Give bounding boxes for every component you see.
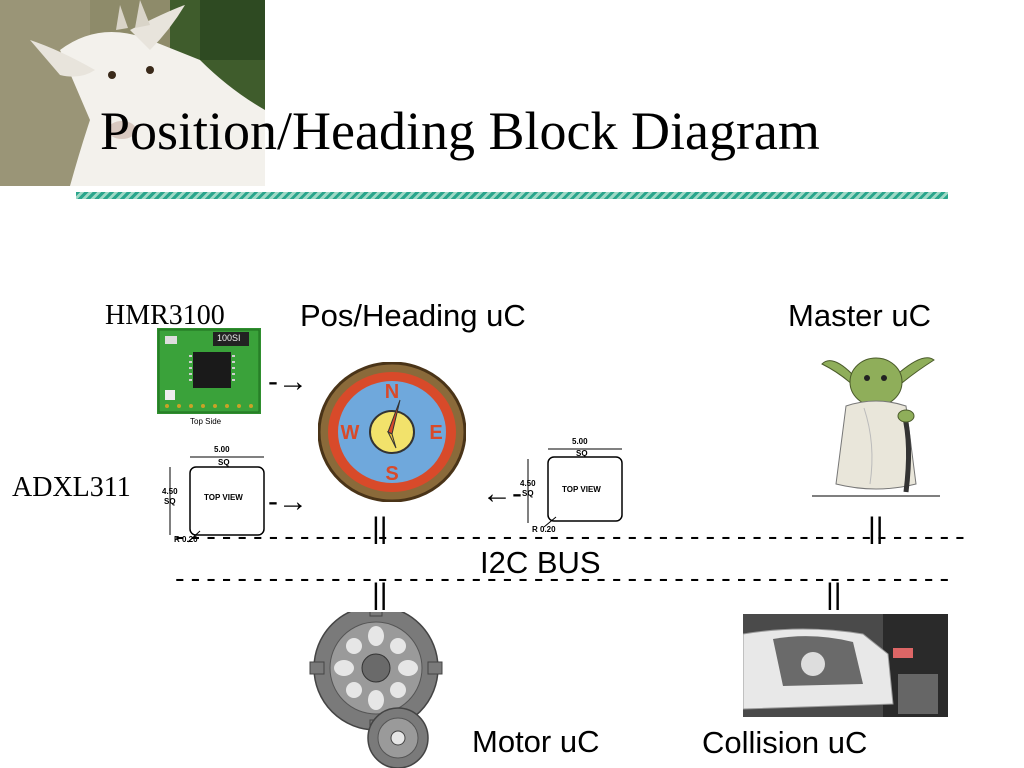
pkg2-width: 5.00: [572, 437, 588, 446]
pkg2-width-sq: SQ: [576, 449, 588, 458]
package-outline-icon: [527, 448, 623, 528]
compass-w: W: [341, 422, 360, 444]
pkg-height-sq: SQ: [164, 497, 176, 506]
pkg2-radius: R 0.20: [532, 525, 556, 534]
bus-connector-pos-top: ||: [372, 512, 388, 545]
hmr3100-label: HMR3100: [105, 300, 225, 331]
bus-connector-master-top: ||: [868, 512, 884, 545]
pos-heading-label: Pos/Heading uC: [300, 298, 526, 333]
compass-s: S: [385, 463, 398, 485]
arrow-hmr-to-pos: -→: [268, 365, 308, 398]
pkg-radius: R 0.20: [174, 535, 198, 544]
package-outline-icon: [169, 456, 265, 543]
pkg-width: 5.00: [214, 445, 230, 454]
bus-connector-collision: ||: [826, 578, 842, 611]
pkg2-height-sq: SQ: [522, 489, 534, 498]
bus-connector-motor: ||: [372, 578, 388, 611]
i2c-bus-line-top: ----------------------------------------…: [172, 523, 968, 553]
pkg-width-sq: SQ: [218, 458, 230, 467]
gears-icon: [309, 612, 443, 768]
pkg-top-view: TOP VIEW: [204, 493, 243, 502]
i2c-bus-label: I2C BUS: [480, 545, 601, 580]
motor-label: Motor uC: [472, 724, 600, 759]
circuit-board-icon: [157, 328, 261, 414]
adxl311-package: 5.00 SQ 4.50 SQ TOP VIEW R 0.20: [160, 445, 270, 545]
pkg2-top-view: TOP VIEW: [562, 485, 601, 494]
top-side-caption: Top Side: [190, 417, 222, 426]
i2c-bus-line-bottom: ----------------------------------------…: [172, 565, 953, 595]
compass-e: E: [429, 422, 442, 444]
master-label: Master uC: [788, 298, 931, 333]
arrow-pkg-to-pos: ←-: [482, 477, 522, 510]
collision-label: Collision uC: [702, 725, 868, 760]
pkg-height: 4.50: [162, 487, 178, 496]
compass-icon: N S E W: [318, 362, 466, 502]
compass-n: N: [385, 381, 399, 403]
pos-package: 5.00 SQ 4.50 SQ TOP VIEW R 0.20: [518, 437, 628, 537]
adxl311-label: ADXL311: [12, 472, 131, 503]
hmr3100-board: 100SI: [157, 328, 261, 414]
arrow-adxl-to-pos: -→: [268, 485, 308, 518]
goat-photo: [0, 0, 265, 186]
chip-marking: 100SI: [217, 333, 241, 343]
title-divider: [76, 192, 948, 199]
crash-test-photo: [743, 614, 948, 717]
pkg2-height: 4.50: [520, 479, 536, 488]
master-figure-icon: [812, 357, 940, 497]
page-title: Position/Heading Block Diagram: [100, 101, 820, 161]
